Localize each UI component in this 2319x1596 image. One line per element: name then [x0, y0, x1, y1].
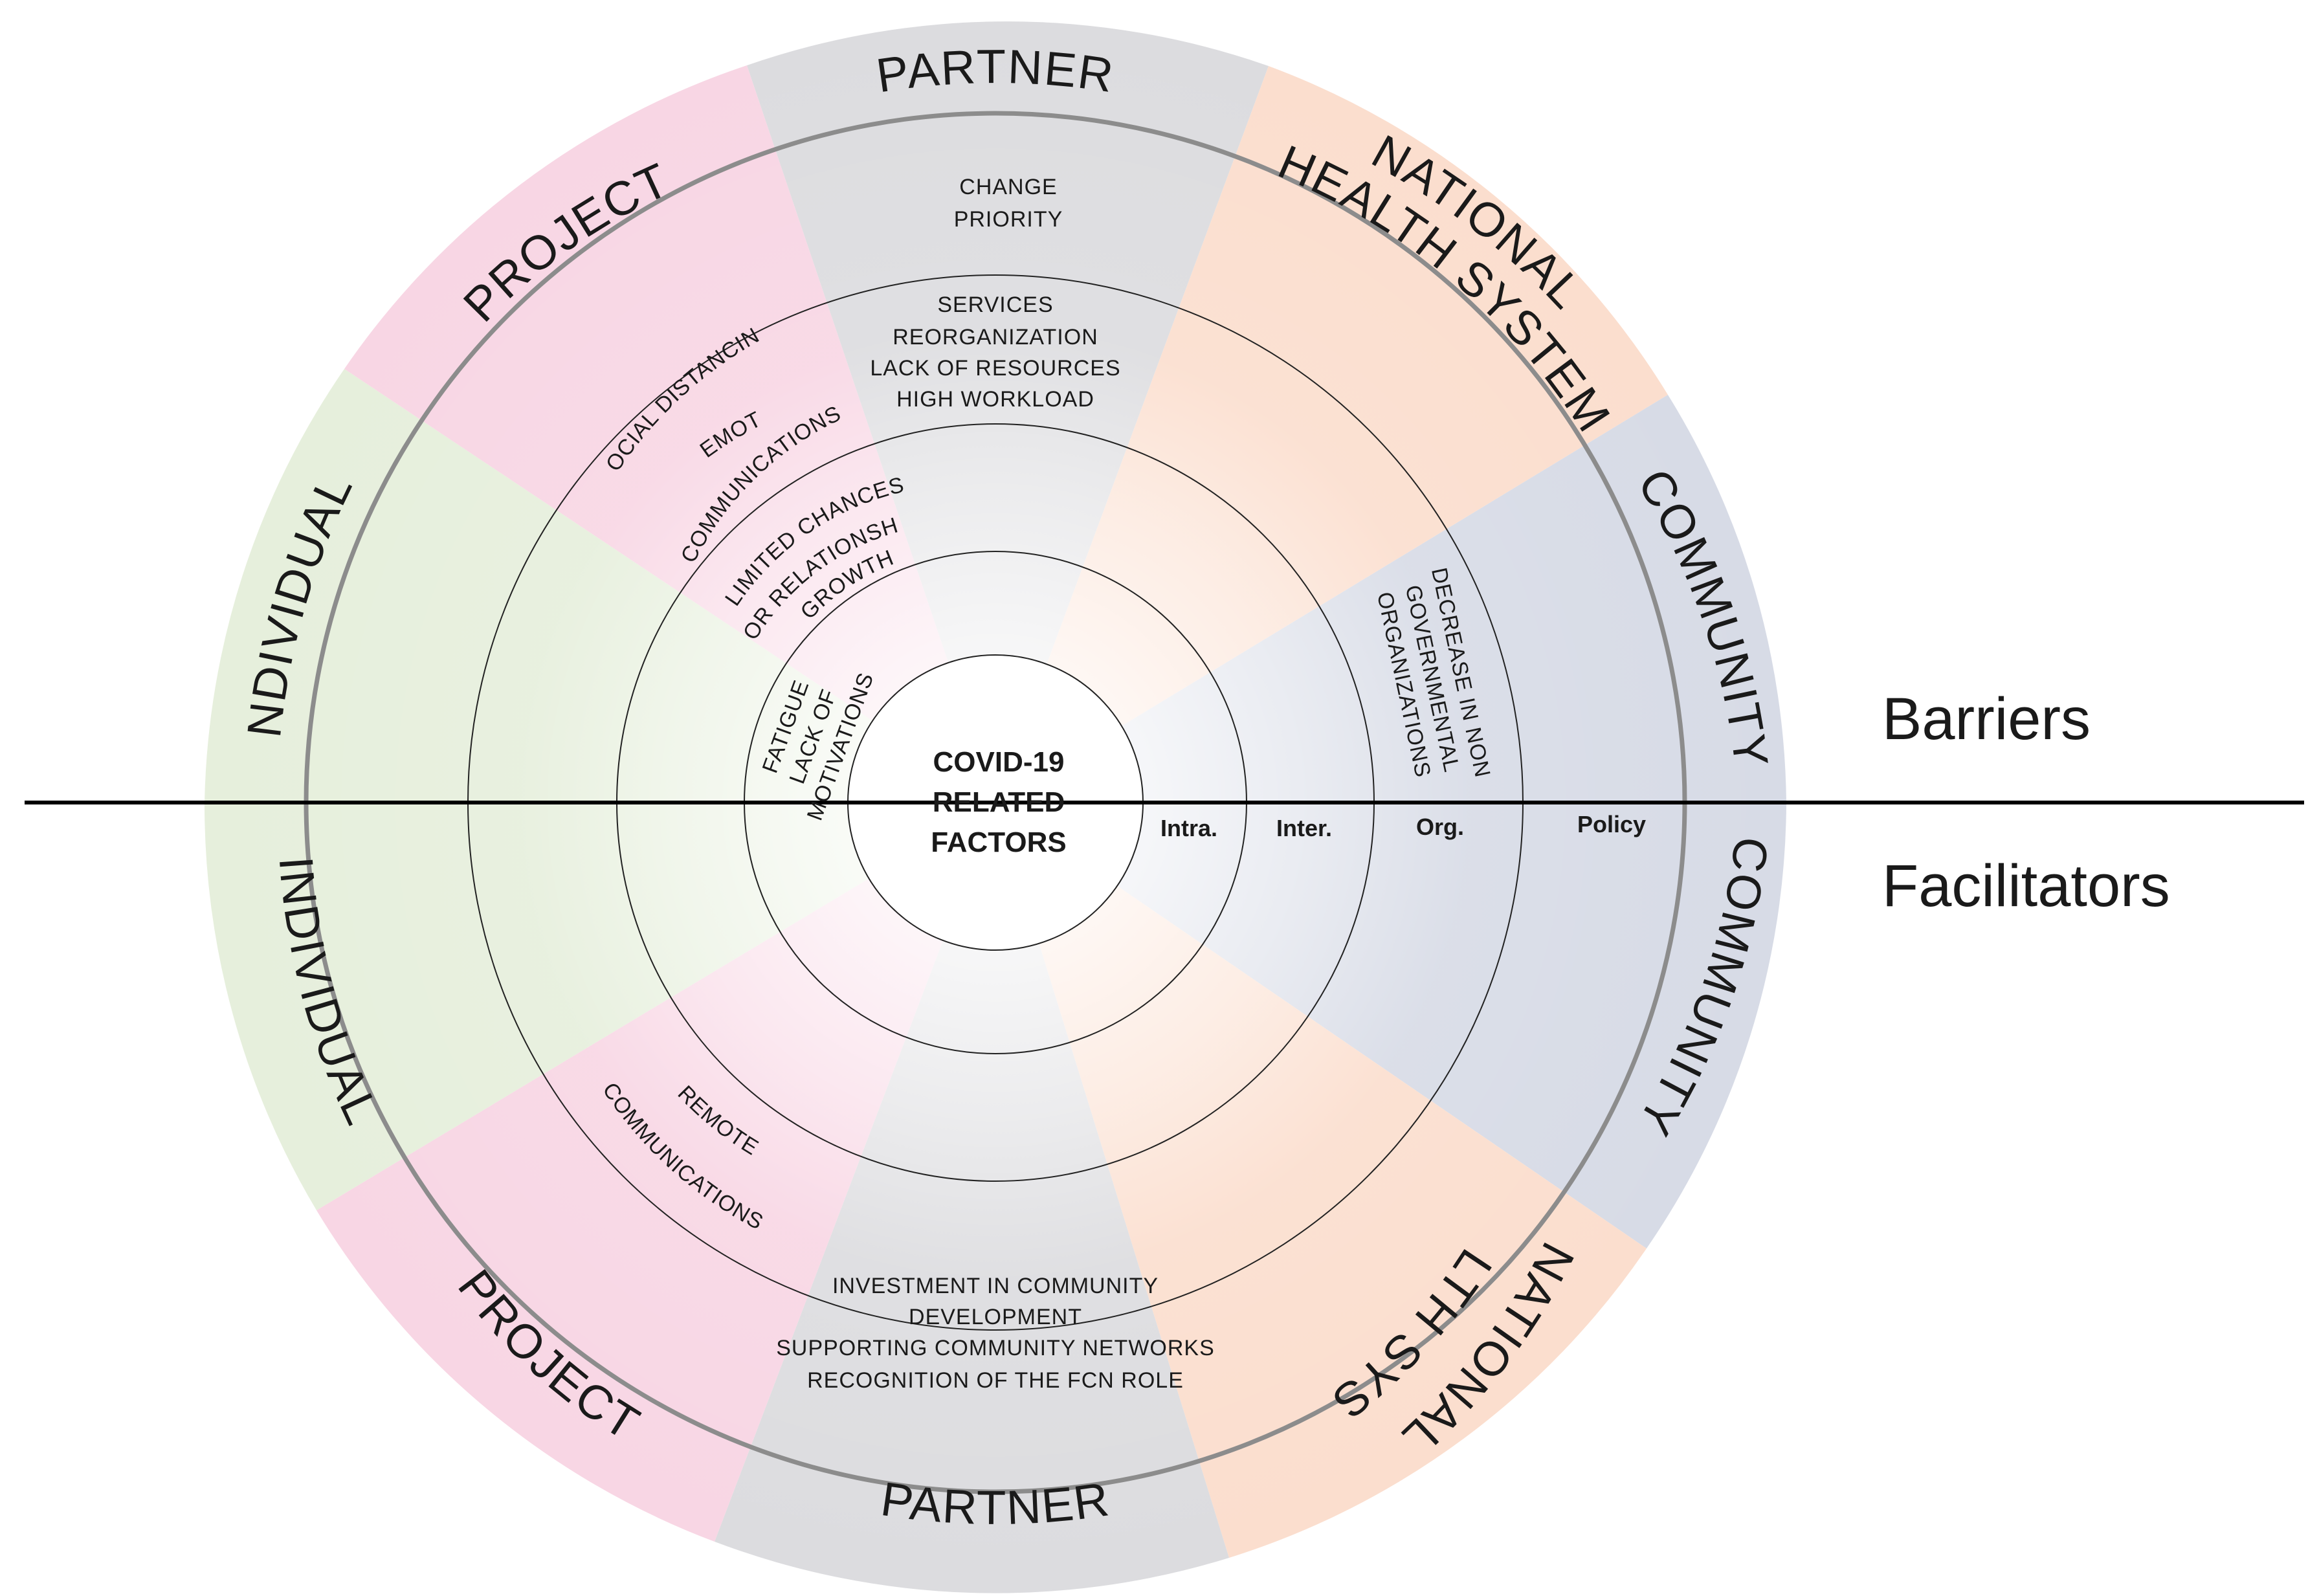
- facilitator-investment-line-3: SUPPORTING COMMUNITY NETWORKS: [776, 1336, 1215, 1360]
- center-line-1: COVID-19: [933, 746, 1065, 778]
- facilitator-investment-line-2: DEVELOPMENT: [909, 1305, 1082, 1329]
- level-org: Org.: [1416, 814, 1464, 840]
- center-line-3: FACTORS: [931, 826, 1066, 858]
- sector-partner-top: PARTNER: [873, 39, 1118, 103]
- center-label: COVID-19 RELATED FACTORS: [931, 746, 1066, 858]
- side-labels: Barriers Facilitators: [1882, 686, 2170, 919]
- barrier-services-line-2: REORGANIZATION: [893, 325, 1098, 349]
- facilitator-investment-line-1: INVESTMENT IN COMMUNITY: [832, 1274, 1159, 1298]
- barrier-services-line-4: HIGH WORKLOAD: [896, 387, 1094, 412]
- barrier-change-line-2: PRIORITY: [954, 207, 1063, 232]
- sector-individual-top: INDIVIDUAL: [0, 0, 363, 740]
- level-labels: Intra. Inter. Org. Policy: [1160, 811, 1646, 841]
- level-intra: Intra.: [1160, 815, 1217, 841]
- level-inter: Inter.: [1276, 815, 1332, 841]
- facilitators-label: Facilitators: [1882, 853, 2170, 919]
- sector-partner-bot: PARTNER: [878, 1472, 1113, 1535]
- barrier-services-line-1: SERVICES: [937, 293, 1053, 317]
- center-line-2: RELATED: [933, 786, 1065, 818]
- facilitator-investment-line-4: RECOGNITION OF THE FCN ROLE: [807, 1368, 1184, 1393]
- level-policy: Policy: [1577, 811, 1646, 837]
- barriers-label: Barriers: [1882, 686, 2091, 752]
- barrier-services-line-3: LACK OF RESOURCES: [870, 356, 1120, 381]
- barrier-change-line-1: CHANGE: [959, 175, 1057, 199]
